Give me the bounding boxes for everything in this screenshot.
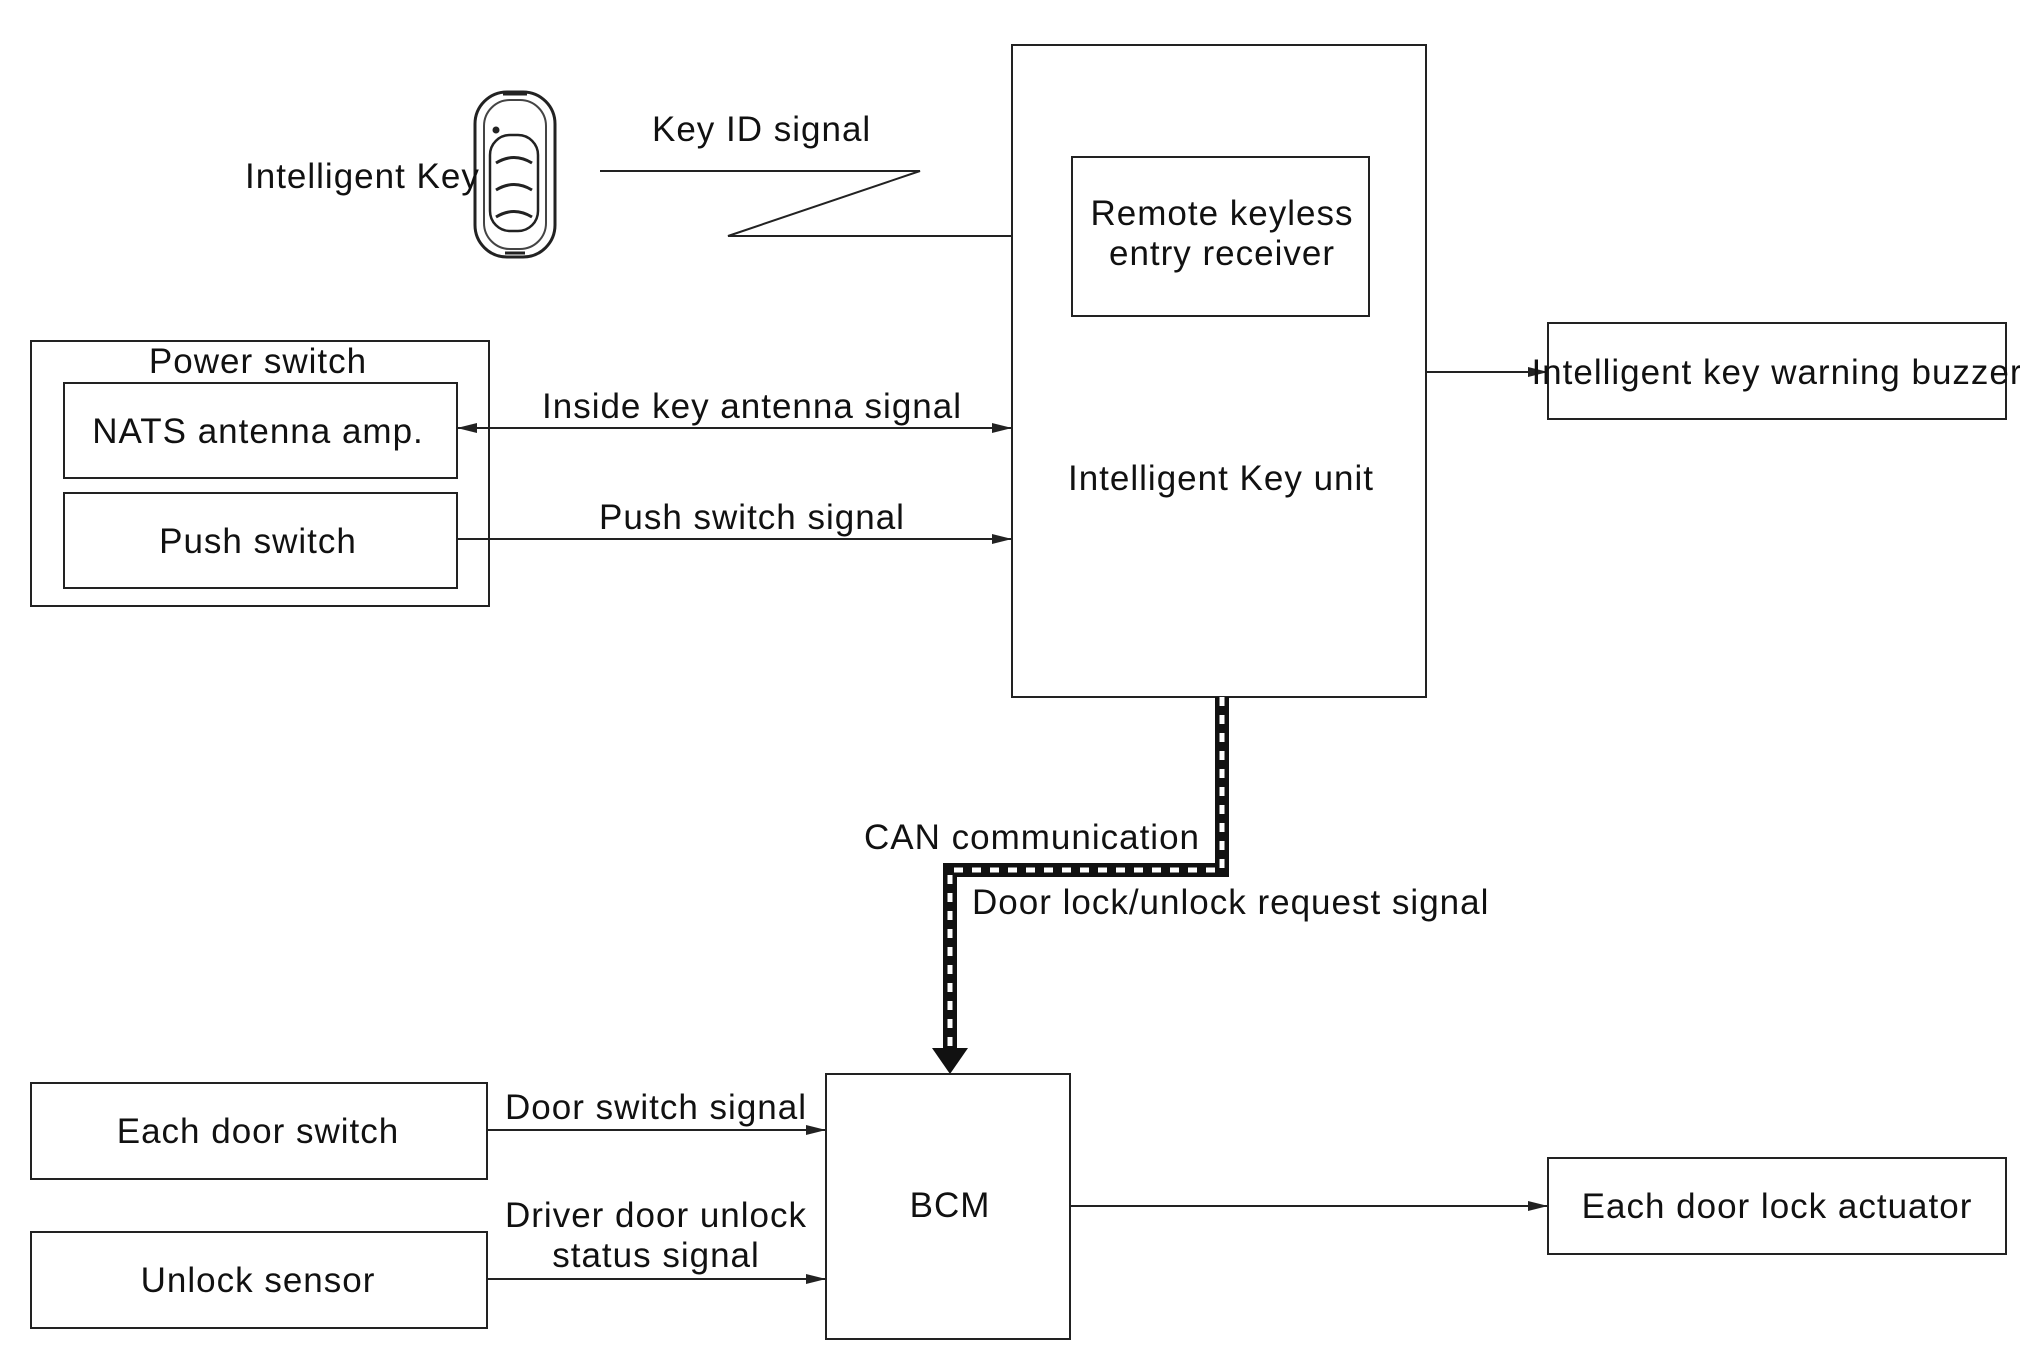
door-lock-actuator-box bbox=[1547, 1157, 2007, 1255]
power-switch-label: Power switch bbox=[149, 342, 367, 381]
warning-buzzer-box bbox=[1547, 322, 2007, 420]
unlock-sensor-box bbox=[30, 1231, 488, 1329]
push-switch-signal-label: Push switch signal bbox=[599, 498, 905, 537]
key-id-signal-label: Key ID signal bbox=[652, 110, 871, 149]
inside-key-antenna-signal-label: Inside key antenna signal bbox=[542, 387, 962, 426]
remote-keyless-entry-receiver-box bbox=[1071, 156, 1370, 317]
can-communication-label: CAN communication bbox=[864, 818, 1200, 857]
receiver-label-line2: entry receiver bbox=[1109, 234, 1335, 273]
each-door-switch-label: Each door switch bbox=[117, 1112, 400, 1151]
key-fob-icon bbox=[473, 90, 557, 259]
key-id-signal-line bbox=[600, 170, 1072, 241]
push-switch-label: Push switch bbox=[159, 522, 357, 561]
unlock-sensor-label: Unlock sensor bbox=[141, 1261, 376, 1300]
push-switch-box bbox=[63, 492, 458, 589]
intelligent-key-unit-box bbox=[1011, 44, 1427, 698]
door-lock-request-signal-label: Door lock/unlock request signal bbox=[972, 883, 1489, 922]
door-switch-signal-label: Door switch signal bbox=[505, 1088, 807, 1127]
driver-door-unlock-label-line2: status signal bbox=[552, 1236, 760, 1275]
receiver-label-line1: Remote keyless bbox=[1091, 194, 1354, 233]
can-communication-line bbox=[932, 697, 1229, 1074]
driver-door-unlock-label-line1: Driver door unlock bbox=[505, 1196, 807, 1235]
warning-buzzer-label: Intelligent key warning buzzer bbox=[1531, 353, 2020, 392]
nats-antenna-amp-box bbox=[63, 382, 458, 479]
nats-antenna-amp-label: NATS antenna amp. bbox=[92, 412, 424, 451]
each-door-switch-box bbox=[30, 1082, 488, 1180]
intelligent-key-unit-label: Intelligent Key unit bbox=[1068, 459, 1374, 498]
door-lock-actuator-label: Each door lock actuator bbox=[1582, 1187, 1973, 1226]
intelligent-key-label: Intelligent Key bbox=[245, 157, 480, 196]
bcm-label: BCM bbox=[910, 1186, 991, 1225]
